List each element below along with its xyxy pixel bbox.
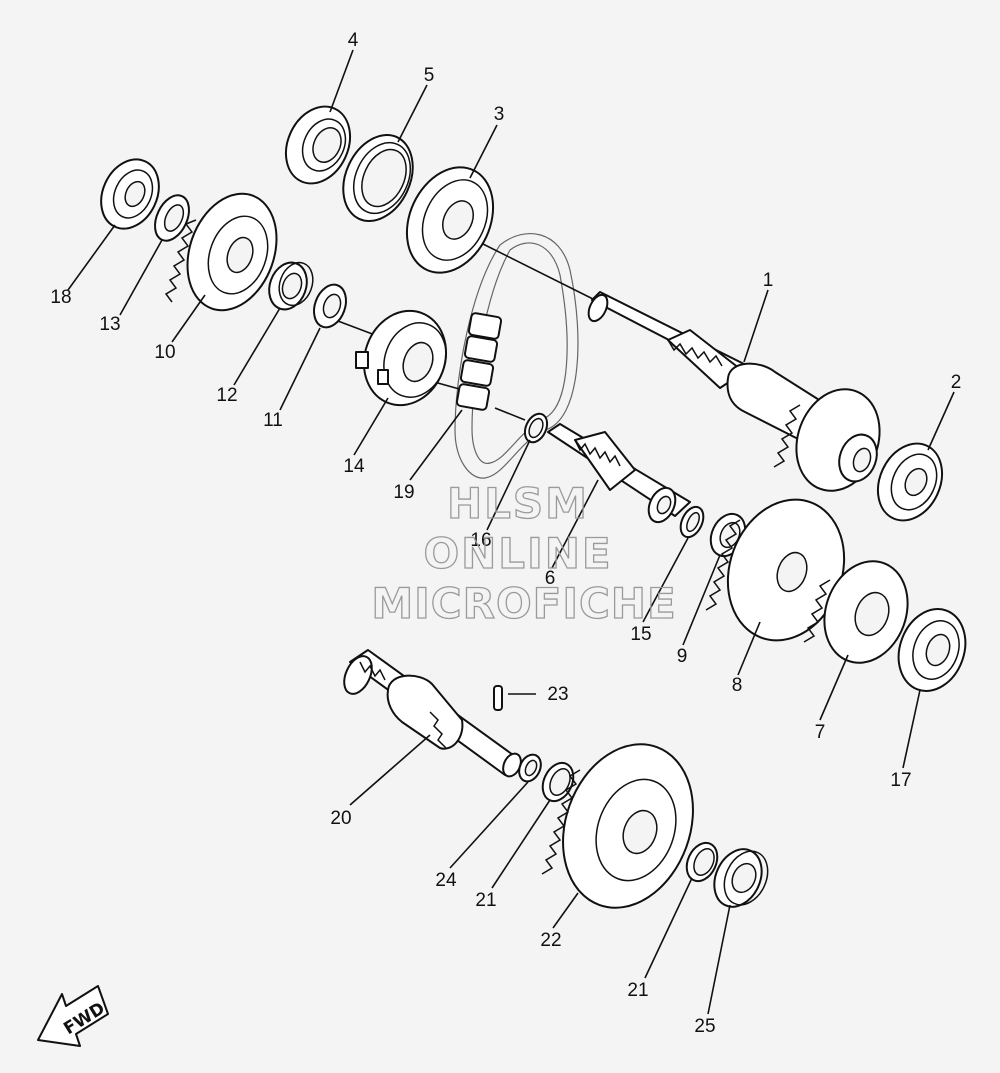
- part-13-washer[interactable]: [148, 190, 195, 246]
- callout-7: 7: [815, 722, 826, 743]
- part-10-gear[interactable]: [164, 181, 292, 322]
- watermark-line-1: HLSM: [447, 479, 589, 528]
- leader-lines: [67, 49, 955, 1015]
- callout-13: 13: [99, 314, 120, 335]
- callout-15: 15: [630, 624, 651, 645]
- callout-2: 2: [951, 372, 962, 393]
- callout-21-lower: 21: [627, 980, 648, 1001]
- callout-17: 17: [890, 770, 911, 791]
- callout-5: 5: [424, 65, 435, 86]
- part-25-bearing[interactable]: [705, 842, 776, 915]
- callout-11: 11: [263, 410, 283, 431]
- part-15-ring[interactable]: [676, 503, 708, 540]
- callout-12: 12: [216, 385, 237, 406]
- callout-14: 14: [343, 456, 365, 477]
- part-21-circlip-lower[interactable]: [681, 838, 723, 886]
- part-8-gear[interactable]: [705, 483, 863, 657]
- callout-25: 25: [694, 1016, 715, 1037]
- callout-numbers: 1 2 3 4 5 6 7 8 9 10 11 12 13 14 15 16 1…: [50, 30, 961, 1037]
- callout-10: 10: [154, 342, 175, 363]
- fwd-direction-arrow: FWD: [37, 985, 109, 1047]
- callout-16: 16: [470, 530, 491, 551]
- callout-4: 4: [348, 30, 359, 51]
- part-23-pin[interactable]: [493, 685, 503, 711]
- callout-9: 9: [677, 646, 688, 667]
- part-19-chain[interactable]: [455, 312, 503, 411]
- watermark-line-3: MICROFICHE: [371, 579, 676, 628]
- watermark-line-2: ONLINE: [423, 529, 612, 578]
- part-4-oil-seal[interactable]: [274, 96, 362, 194]
- part-3-bearing[interactable]: [391, 153, 510, 287]
- part-1-main-shaft[interactable]: [585, 291, 894, 503]
- part-18-bearing[interactable]: [90, 150, 169, 238]
- callout-6: 6: [545, 568, 556, 589]
- part-20-output-shaft[interactable]: [339, 649, 525, 779]
- part-16-o-ring[interactable]: [521, 410, 552, 446]
- part-7-gear[interactable]: [803, 549, 921, 674]
- callout-3: 3: [494, 104, 505, 125]
- watermark: HLSM ONLINE MICROFICHE: [371, 478, 677, 628]
- part-22-gear[interactable]: [541, 726, 715, 926]
- part-17-bearing[interactable]: [888, 600, 977, 701]
- part-2-bearing[interactable]: [866, 433, 954, 531]
- part-6-shaft[interactable]: [547, 423, 691, 526]
- callout-22: 22: [540, 930, 561, 951]
- part-14-hub[interactable]: [351, 299, 459, 417]
- callout-1: 1: [763, 270, 774, 291]
- callout-21-upper: 21: [475, 890, 496, 911]
- callout-23: 23: [547, 684, 568, 705]
- part-9-washer[interactable]: [704, 508, 752, 561]
- part-24-washer[interactable]: [515, 751, 545, 785]
- callout-18: 18: [50, 287, 71, 308]
- callout-8: 8: [732, 675, 743, 696]
- callout-24: 24: [435, 870, 457, 891]
- callout-20: 20: [330, 808, 351, 829]
- part-11-washer[interactable]: [308, 280, 351, 332]
- part-5-ring[interactable]: [330, 124, 426, 233]
- callout-19: 19: [393, 482, 414, 503]
